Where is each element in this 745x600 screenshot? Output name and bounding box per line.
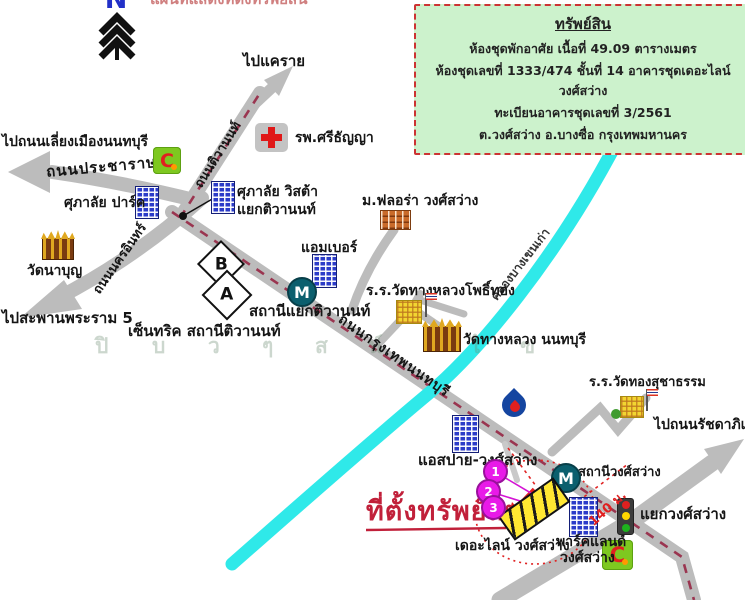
label-aspire: แอสปาย-วงศ์สว่าง	[418, 451, 538, 469]
direction-arrowheads	[8, 66, 744, 474]
watermark-letter: น์	[368, 334, 383, 358]
property-info-box: ทรัพย์สิน ห้องชุดพักอาศัย เนื้อที่ 49.09…	[414, 4, 745, 155]
thai-flag-icon	[647, 389, 658, 396]
watermark-letter: บ	[152, 334, 166, 358]
arrow-pracharat-icon	[8, 151, 50, 193]
ptt-flame-icon	[497, 388, 531, 422]
dist-100-path	[507, 447, 537, 487]
arrow-khaerai-icon	[264, 66, 293, 96]
label-mrt-wongsawang: สถานีวงศ์สว่าง	[578, 465, 661, 480]
bigc-icon: C	[602, 540, 633, 570]
info-box-line: ห้องชุดเลขที่ 1333/474 ชั้นที่ 14 อาคารช…	[435, 63, 731, 98]
hospital-cross-icon	[255, 123, 288, 152]
label-supalai-park: ศุภาลัย ปาร์ค	[64, 195, 146, 211]
label-thong-sutha-school: ร.ร.วัดทองสุชาธรรม	[589, 375, 706, 390]
building-icon-supalai-park	[135, 186, 159, 219]
label-to-khaerai: ไปแคราย	[243, 52, 306, 70]
label-centric: เซ็นทริค สถานีติวานนท์	[128, 322, 281, 340]
building-icon-parkland	[569, 497, 598, 537]
flagpole	[425, 293, 427, 317]
label-to-bypass: ไปถนนเลี่ยงเมืองนนทบุรี	[2, 134, 148, 150]
road-stub-canal	[416, 296, 468, 318]
info-box-line: ห้องชุดพักอาศัย เนื้อที่ 49.09 ตารางเมตร	[469, 41, 697, 56]
label-wongsawang-junction: แยกวงศ์สว่าง	[640, 505, 727, 523]
tree-icon	[611, 409, 621, 419]
vista-dot	[179, 212, 187, 220]
arrow-rama5-icon	[20, 280, 82, 318]
dist-140-path	[572, 463, 629, 506]
temple-icon-nabun	[42, 238, 74, 260]
road-krungthep-south	[625, 516, 701, 600]
label-amber: แอมเบอร์	[301, 240, 358, 256]
school-icon-thong-sutha	[611, 389, 658, 419]
school-icon-pho-thong	[396, 293, 437, 324]
label-wat-nabun: วัดนาบุญ	[27, 263, 83, 279]
property-label-underline	[365, 526, 507, 532]
road-khaerai-shaft	[240, 78, 282, 118]
temple-icon-thang-luang	[423, 326, 461, 352]
marker-3: 3	[481, 495, 506, 520]
label-supalai-vista-1: ศุภาลัย วิสต้า	[237, 184, 318, 200]
label-parkland-1: พาร์คแลนด์	[556, 534, 627, 550]
info-box-line: ทะเบียนอาคารชุดเลขที่ 3/2561	[494, 105, 672, 120]
cropped-map-title: แผนที่แสดงที่ตั้งทรัพย์สิน	[150, 0, 420, 8]
watermark-letter: ส	[315, 334, 328, 358]
road-pracharat	[45, 165, 205, 208]
label-pho-thong-school: ร.ร.วัดทางหลวงโพธิ์ทอง	[366, 283, 515, 299]
building-icon-supalai-vista	[211, 181, 235, 214]
label-the-line: เดอะไลน์ วงศ์สว่าง	[455, 538, 570, 554]
canal-path	[225, 135, 624, 571]
watermark-letter: ฃ	[520, 334, 535, 358]
building-icon-amber	[312, 254, 337, 288]
road-to-flora	[347, 225, 399, 315]
label-mrt-tiwanon: สถานีแยกติวานนท์	[249, 302, 371, 320]
label-supalai-vista-2: แยกติวานนท์	[237, 202, 316, 218]
watermark-letter: ปิ	[95, 334, 109, 358]
label-wat-thang-luang: วัดทางหลวง นนทบุรี	[463, 332, 587, 348]
bigc-icon: C	[153, 147, 181, 174]
watermark-letter: ไ	[470, 334, 481, 358]
building-icon-flora	[380, 210, 411, 230]
road-wongsawang	[491, 454, 721, 600]
north-arrow-icon	[98, 12, 136, 60]
label-parkland-2: วงศ์สว่าง	[560, 550, 615, 566]
mrt-station-icon-tiwanon: M	[287, 277, 317, 307]
watermark-letter: ๆ	[262, 334, 274, 358]
info-box-line: ต.วงศ์สว่าง อ.บางซื่อ กรุงเทพมหานคร	[479, 127, 687, 142]
thai-flag-icon	[426, 293, 437, 300]
label-to-rama5: ไปสะพานพระราม 5	[2, 309, 133, 327]
label-to-ratchada: ไปถนนรัชดาภิเษก	[654, 417, 745, 433]
vista-leader-line	[182, 197, 215, 217]
watermark-letter: ว	[208, 334, 220, 358]
building-icon-aspire	[452, 415, 479, 453]
label-hospital: รพ.ศรีธัญญา	[295, 130, 374, 146]
label-flora: ม.ฟลอร่า วงศ์สว่าง	[362, 193, 479, 209]
traffic-light-icon	[617, 498, 634, 535]
info-box-title: ทรัพย์สิน	[554, 15, 612, 33]
compass-n-label: N	[84, 0, 154, 13]
alley-to-property	[502, 441, 520, 483]
arrow-ratchada-icon	[704, 439, 744, 474]
